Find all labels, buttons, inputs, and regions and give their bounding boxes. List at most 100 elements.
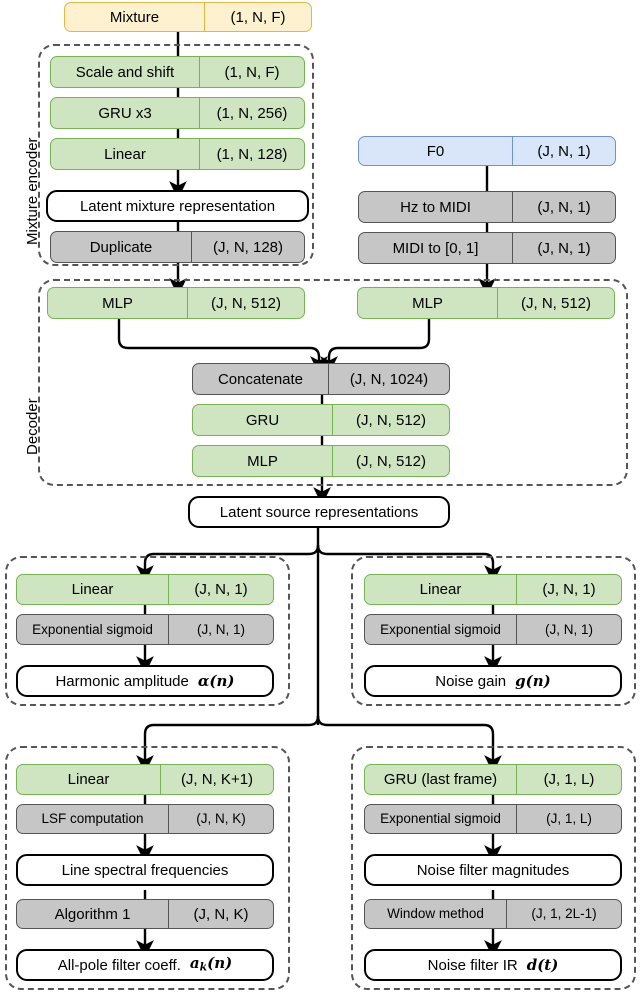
node-line-spectral-frequencies[interactable]: Line spectral frequencies bbox=[16, 854, 274, 886]
node-mlp-decoder-shape: (J, N, 512) bbox=[332, 446, 449, 476]
node-exponential-sigmoid-harmonic-shape: (J, N, 1) bbox=[168, 615, 273, 644]
node-hz-to-midi[interactable]: Hz to MIDI (J, N, 1) bbox=[358, 191, 616, 223]
node-mlp-left-shape: (J, N, 512) bbox=[187, 288, 304, 318]
node-linear-lsf-label: Linear bbox=[67, 771, 110, 788]
node-f0-shape: (J, N, 1) bbox=[512, 137, 615, 165]
node-noise-filter-ir[interactable]: Noise filter IR d(t) bbox=[364, 949, 622, 981]
node-linear-harmonic-label: Linear bbox=[71, 581, 114, 598]
node-linear-noise-label: Linear bbox=[419, 581, 462, 598]
node-exponential-sigmoid-noise-shape: (J, N, 1) bbox=[516, 615, 621, 644]
node-concatenate-label: Concatenate bbox=[217, 370, 304, 388]
node-exponential-sigmoid-harmonic-label: Exponential sigmoid bbox=[32, 621, 153, 637]
node-mlp-decoder-label: MLP bbox=[247, 452, 278, 470]
node-lsf-computation-shape: (J, N, K) bbox=[168, 805, 273, 833]
node-linear-encoder[interactable]: Linear (1, N, 128) bbox=[50, 138, 305, 170]
node-noise-filter-magnitudes-label: Noise filter magnitudes bbox=[416, 861, 570, 879]
harmonic-amplitude-text: Harmonic amplitude bbox=[55, 672, 189, 690]
node-midi-to-unit-range-shape: (J, N, 1) bbox=[512, 233, 615, 263]
node-scale-and-shift-label: Scale and shift bbox=[75, 63, 175, 81]
node-mlp-decoder[interactable]: MLP (J, N, 512) bbox=[192, 445, 450, 477]
node-gru-x3-label: GRU x3 bbox=[98, 104, 152, 122]
node-linear-noise-shape: (J, N, 1) bbox=[516, 575, 621, 604]
node-linear-encoder-shape: (1, N, 128) bbox=[199, 139, 304, 169]
node-latent-mixture-representation[interactable]: Latent mixture representation bbox=[46, 190, 309, 222]
node-midi-to-unit-range[interactable]: MIDI to [0, 1] (J, N, 1) bbox=[358, 232, 616, 264]
group-noise-filter bbox=[351, 746, 636, 990]
noise-filter-ir-text: Noise filter IR bbox=[427, 956, 518, 974]
node-harmonic-amplitude[interactable]: Harmonic amplitude α(n) bbox=[16, 665, 274, 697]
node-exponential-sigmoid-filter-shape: (J, 1, L) bbox=[516, 805, 621, 833]
node-linear-harmonic[interactable]: Linear (J, N, 1) bbox=[16, 574, 274, 605]
group-decoder bbox=[38, 279, 628, 486]
noise-gain-symbol: g(n) bbox=[515, 671, 551, 690]
node-gru-decoder-shape: (J, N, 512) bbox=[332, 405, 449, 435]
node-algorithm-1-shape: (J, N, K) bbox=[168, 900, 273, 928]
node-exponential-sigmoid-noise-label: Exponential sigmoid bbox=[380, 621, 501, 637]
node-linear-noise[interactable]: Linear (J, N, 1) bbox=[364, 574, 622, 605]
node-linear-encoder-label: Linear bbox=[104, 145, 146, 163]
node-mlp-left-label: MLP bbox=[102, 294, 133, 312]
node-exponential-sigmoid-harmonic[interactable]: Exponential sigmoid (J, N, 1) bbox=[16, 614, 274, 645]
node-exponential-sigmoid-noise[interactable]: Exponential sigmoid (J, N, 1) bbox=[364, 614, 622, 645]
all-pole-coeff-text: All-pole filter coeff. bbox=[57, 956, 181, 974]
node-scale-and-shift[interactable]: Scale and shift (1, N, F) bbox=[50, 56, 305, 88]
node-mlp-right[interactable]: MLP (J, N, 512) bbox=[357, 287, 615, 319]
node-window-method-shape: (J, 1, 2L-1) bbox=[506, 900, 621, 928]
node-gru-last-frame-shape: (J, 1, L) bbox=[516, 765, 621, 794]
node-line-spectral-frequencies-label: Line spectral frequencies bbox=[61, 861, 229, 879]
node-mlp-left[interactable]: MLP (J, N, 512) bbox=[47, 287, 305, 319]
node-gru-decoder-label: GRU bbox=[245, 411, 280, 429]
node-noise-gain[interactable]: Noise gain g(n) bbox=[364, 665, 622, 697]
node-mlp-right-shape: (J, N, 512) bbox=[497, 288, 614, 318]
noise-filter-ir-symbol: d(t) bbox=[526, 955, 559, 974]
node-window-method[interactable]: Window method (J, 1, 2L-1) bbox=[364, 899, 622, 929]
node-lsf-computation-label: LSF computation bbox=[41, 811, 144, 827]
node-mixture-label: Mixture bbox=[109, 8, 160, 26]
node-linear-harmonic-shape: (J, N, 1) bbox=[168, 575, 273, 604]
node-duplicate-label: Duplicate bbox=[89, 238, 153, 256]
node-linear-lsf[interactable]: Linear (J, N, K+1) bbox=[16, 764, 274, 795]
node-algorithm-1-label: Algorithm 1 bbox=[54, 905, 131, 923]
node-gru-decoder[interactable]: GRU (J, N, 512) bbox=[192, 404, 450, 436]
node-concatenate-shape: (J, N, 1024) bbox=[328, 364, 449, 394]
node-all-pole-filter-coefficients-label: All-pole filter coeff. ak(n) bbox=[18, 951, 272, 979]
node-gru-x3[interactable]: GRU x3 (1, N, 256) bbox=[50, 97, 305, 129]
group-noise-gain bbox=[351, 556, 636, 706]
node-hz-to-midi-label: Hz to MIDI bbox=[400, 198, 471, 216]
node-scale-and-shift-shape: (1, N, F) bbox=[199, 57, 304, 87]
node-duplicate[interactable]: Duplicate (J, N, 128) bbox=[50, 231, 305, 263]
node-mlp-right-label: MLP bbox=[412, 294, 443, 312]
node-gru-last-frame[interactable]: GRU (last frame) (J, 1, L) bbox=[364, 764, 622, 795]
node-gru-last-frame-label: GRU (last frame) bbox=[383, 771, 498, 788]
harmonic-amplitude-symbol: α(n) bbox=[197, 671, 235, 690]
node-latent-mixture-representation-label: Latent mixture representation bbox=[79, 197, 276, 215]
node-f0-label: F0 bbox=[426, 142, 445, 160]
node-lsf-computation[interactable]: LSF computation (J, N, K) bbox=[16, 804, 274, 834]
node-window-method-label: Window method bbox=[387, 906, 484, 922]
node-exponential-sigmoid-filter[interactable]: Exponential sigmoid (J, 1, L) bbox=[364, 804, 622, 834]
node-noise-filter-magnitudes[interactable]: Noise filter magnitudes bbox=[364, 854, 622, 886]
node-all-pole-filter-coefficients[interactable]: All-pole filter coeff. ak(n) bbox=[16, 949, 274, 981]
node-linear-lsf-shape: (J, N, K+1) bbox=[160, 765, 273, 794]
group-all-pole-filter bbox=[5, 746, 290, 990]
node-gru-x3-shape: (1, N, 256) bbox=[199, 98, 304, 128]
group-harmonic-amplitude bbox=[5, 556, 290, 706]
node-latent-source-representations[interactable]: Latent source representations bbox=[188, 496, 450, 528]
noise-gain-text: Noise gain bbox=[435, 672, 507, 690]
node-f0[interactable]: F0 (J, N, 1) bbox=[358, 136, 616, 166]
node-hz-to-midi-shape: (J, N, 1) bbox=[512, 192, 615, 222]
node-midi-to-unit-range-label: MIDI to [0, 1] bbox=[392, 239, 479, 257]
group-label-mixture-encoder: Mixture encoder bbox=[24, 137, 41, 245]
node-latent-source-representations-label: Latent source representations bbox=[219, 503, 419, 521]
node-concatenate[interactable]: Concatenate (J, N, 1024) bbox=[192, 363, 450, 395]
node-algorithm-1[interactable]: Algorithm 1 (J, N, K) bbox=[16, 899, 274, 929]
node-exponential-sigmoid-filter-label: Exponential sigmoid bbox=[380, 811, 501, 827]
all-pole-coeff-symbol: ak(n) bbox=[189, 954, 233, 974]
node-mixture[interactable]: Mixture (1, N, F) bbox=[64, 2, 312, 32]
node-noise-filter-ir-label: Noise filter IR d(t) bbox=[366, 951, 620, 979]
node-noise-gain-label: Noise gain g(n) bbox=[366, 667, 620, 695]
node-duplicate-shape: (J, N, 128) bbox=[191, 232, 304, 262]
group-label-decoder: Decoder bbox=[24, 398, 41, 455]
